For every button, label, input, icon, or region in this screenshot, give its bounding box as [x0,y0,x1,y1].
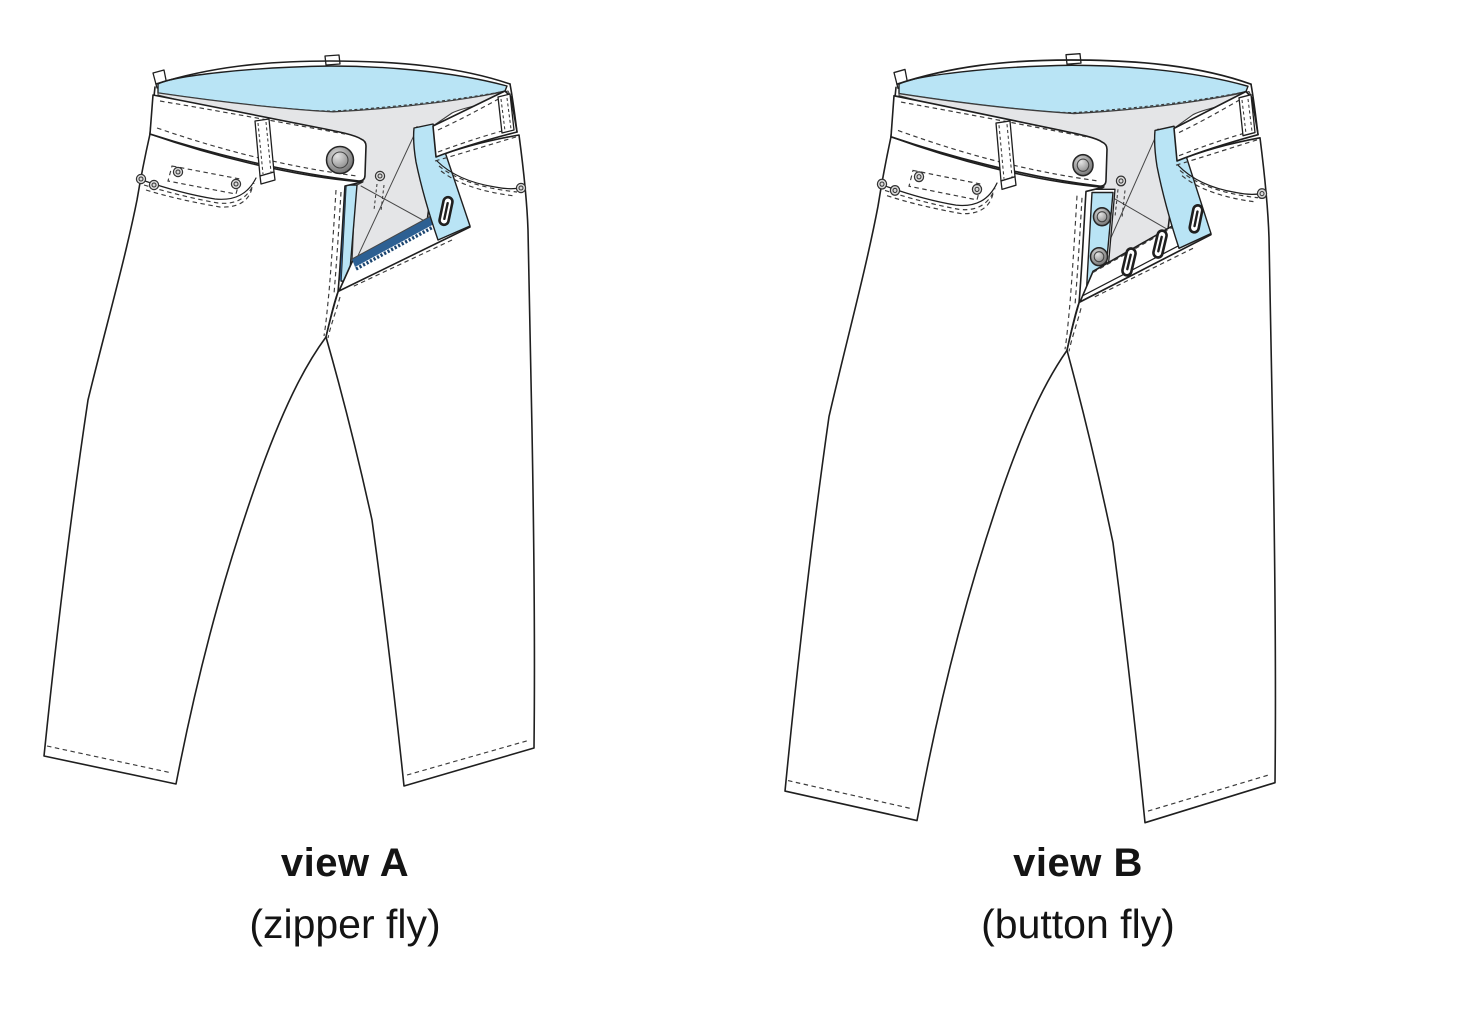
view-a-title: view A [280,841,410,885]
view-a-subtitle: (zipper fly) [249,901,441,947]
view-a-caption: view A (zipper fly) [145,841,545,948]
jeans-flat-view-a [43,54,536,787]
jeans-flat-view-b [784,52,1277,824]
view-b-title: view B [1013,841,1143,885]
view-b-caption: view B (button fly) [878,841,1278,948]
view-b-subtitle: (button fly) [981,901,1175,947]
